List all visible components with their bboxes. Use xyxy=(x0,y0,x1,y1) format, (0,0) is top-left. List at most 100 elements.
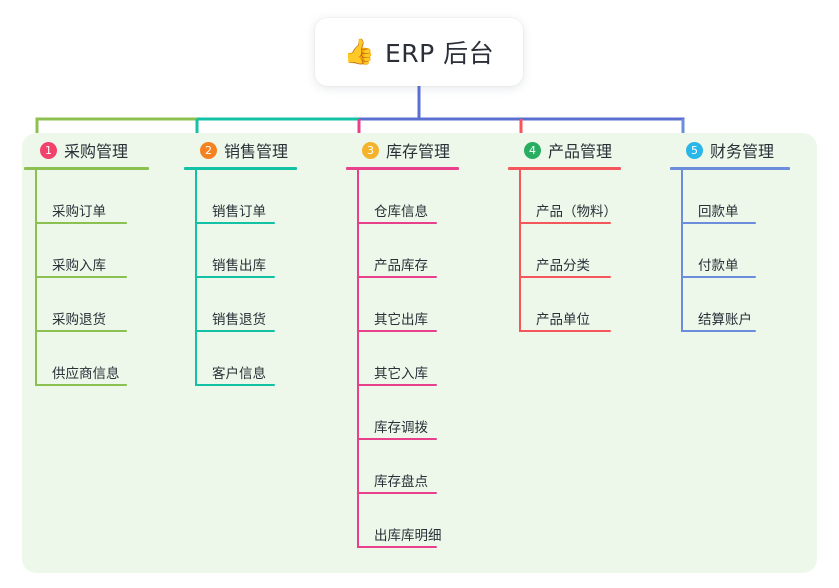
list-item-label: 库存调拨 xyxy=(374,420,428,436)
list-item-rule xyxy=(357,492,437,494)
column-header[interactable]: 3 库存管理 xyxy=(344,133,504,167)
column-items: 销售订单销售出库销售退货客户信息 xyxy=(182,170,342,386)
column-spine xyxy=(519,170,521,332)
column-spine xyxy=(681,170,683,332)
list-item-label: 结算账户 xyxy=(698,312,752,328)
list-item-label: 仓库信息 xyxy=(374,204,428,220)
list-item-rule xyxy=(195,330,275,332)
list-item[interactable]: 库存盘点 xyxy=(344,440,504,494)
list-item-label: 付款单 xyxy=(698,258,739,274)
list-item-rule xyxy=(195,384,275,386)
list-item[interactable]: 产品分类 xyxy=(506,224,666,278)
list-item-label: 采购入库 xyxy=(52,258,106,274)
columns-container: 1 采购管理采购订单采购入库采购退货供应商信息 2 销售管理销售订单销售出库销售退货客… xyxy=(22,133,817,573)
column-title: 产品管理 xyxy=(548,142,613,161)
column-number-badge: 4 xyxy=(524,141,541,159)
column-库存管理: 3 库存管理仓库信息产品库存其它出库其它入库库存调拨库存盘点出库库明细 xyxy=(344,133,504,548)
list-item[interactable]: 其它入库 xyxy=(344,332,504,386)
column-number-badge: 5 xyxy=(686,141,703,159)
list-item-label: 回款单 xyxy=(698,204,739,220)
list-item-rule xyxy=(195,276,275,278)
column-spine xyxy=(357,170,359,548)
diagram-panel xyxy=(22,133,817,573)
list-item[interactable]: 库存调拨 xyxy=(344,386,504,440)
list-item-label: 其它出库 xyxy=(374,312,428,328)
list-item-rule xyxy=(357,438,437,440)
column-header-rule xyxy=(508,167,621,170)
column-number-badge: 1 xyxy=(40,141,57,159)
column-产品管理: 4 产品管理产品（物料） 产品分类产品单位 xyxy=(506,133,666,332)
list-item[interactable]: 仓库信息 xyxy=(344,170,504,224)
list-item-label: 产品单位 xyxy=(536,312,590,328)
list-item-rule xyxy=(35,222,127,224)
list-item-label: 库存盘点 xyxy=(374,474,428,490)
column-采购管理: 1 采购管理采购订单采购入库采购退货供应商信息 xyxy=(22,133,182,386)
column-财务管理: 5 财务管理回款单付款单结算账户 xyxy=(668,133,828,332)
list-item-rule xyxy=(519,222,611,224)
column-header[interactable]: 4 产品管理 xyxy=(506,133,666,167)
list-item-rule xyxy=(519,330,611,332)
list-item-rule xyxy=(195,222,275,224)
list-item-label: 产品（物料） xyxy=(536,204,617,220)
list-item[interactable]: 结算账户 xyxy=(668,278,828,332)
root-node-title: ERP 后台 xyxy=(384,39,495,68)
list-item-label: 采购退货 xyxy=(52,312,106,328)
column-header-rule xyxy=(346,167,459,170)
list-item[interactable]: 产品库存 xyxy=(344,224,504,278)
list-item-rule xyxy=(681,222,756,224)
list-item-label: 其它入库 xyxy=(374,366,428,382)
list-item[interactable]: 销售订单 xyxy=(182,170,342,224)
column-销售管理: 2 销售管理销售订单销售出库销售退货客户信息 xyxy=(182,133,342,386)
list-item-rule xyxy=(357,330,437,332)
column-items: 采购订单采购入库采购退货供应商信息 xyxy=(22,170,182,386)
column-spine xyxy=(195,170,197,386)
list-item-label: 销售订单 xyxy=(212,204,266,220)
column-spine xyxy=(35,170,37,386)
column-header[interactable]: 1 采购管理 xyxy=(22,133,182,167)
list-item[interactable]: 产品（物料） xyxy=(506,170,666,224)
column-header-rule xyxy=(184,167,297,170)
list-item-label: 销售出库 xyxy=(212,258,266,274)
list-item-rule xyxy=(357,546,437,548)
list-item-rule xyxy=(35,330,127,332)
list-item[interactable]: 产品单位 xyxy=(506,278,666,332)
list-item[interactable]: 供应商信息 xyxy=(22,332,182,386)
list-item-rule xyxy=(35,384,127,386)
column-title: 财务管理 xyxy=(710,142,775,161)
column-number-badge: 2 xyxy=(200,141,217,159)
list-item[interactable]: 出库库明细 xyxy=(344,494,504,548)
column-header[interactable]: 2 销售管理 xyxy=(182,133,342,167)
column-title: 销售管理 xyxy=(224,142,289,161)
column-number-badge: 3 xyxy=(362,141,379,159)
column-header-rule xyxy=(670,167,790,170)
column-items: 产品（物料） 产品分类产品单位 xyxy=(506,170,666,332)
list-item-rule xyxy=(519,276,611,278)
list-item[interactable]: 回款单 xyxy=(668,170,828,224)
list-item[interactable]: 付款单 xyxy=(668,224,828,278)
list-item-rule xyxy=(681,276,756,278)
list-item-rule xyxy=(357,384,437,386)
list-item-label: 供应商信息 xyxy=(52,366,120,382)
list-item[interactable]: 其它出库 xyxy=(344,278,504,332)
column-title: 采购管理 xyxy=(64,142,129,161)
column-header[interactable]: 5 财务管理 xyxy=(668,133,828,167)
list-item-rule xyxy=(681,330,756,332)
list-item-label: 采购订单 xyxy=(52,204,106,220)
list-item[interactable]: 销售出库 xyxy=(182,224,342,278)
list-item-label: 产品分类 xyxy=(536,258,590,274)
thumbs-up-icon: 👍 xyxy=(343,36,375,66)
column-header-rule xyxy=(24,167,149,170)
list-item[interactable]: 采购退货 xyxy=(22,278,182,332)
column-title: 库存管理 xyxy=(386,142,451,161)
list-item-label: 产品库存 xyxy=(374,258,428,274)
root-node[interactable]: 👍 ERP 后台 xyxy=(315,18,523,86)
list-item-label: 客户信息 xyxy=(212,366,266,382)
list-item[interactable]: 销售退货 xyxy=(182,278,342,332)
list-item-label: 销售退货 xyxy=(212,312,266,328)
column-items: 回款单付款单结算账户 xyxy=(668,170,828,332)
list-item-label: 出库库明细 xyxy=(374,528,442,544)
list-item-rule xyxy=(357,222,437,224)
list-item[interactable]: 采购订单 xyxy=(22,170,182,224)
list-item[interactable]: 客户信息 xyxy=(182,332,342,386)
list-item[interactable]: 采购入库 xyxy=(22,224,182,278)
